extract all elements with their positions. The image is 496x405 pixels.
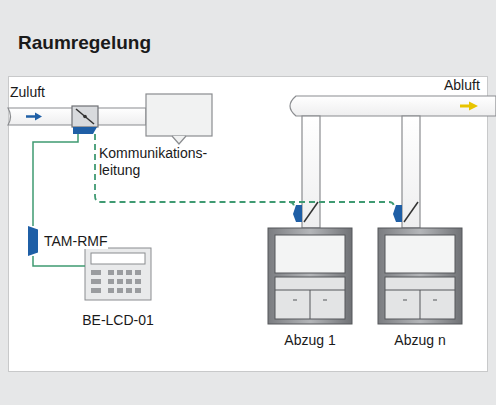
fume-hood: Abzug 1 xyxy=(268,228,352,348)
node-spacer xyxy=(378,228,462,332)
node-spacer xyxy=(85,248,151,312)
node-label: BE-LCD-01 xyxy=(55,312,181,328)
node-label: Abzug n xyxy=(348,332,492,348)
signal-wire xyxy=(33,256,85,266)
diagram-title: Raumregelung xyxy=(18,32,151,54)
node-label: Abzug 1 xyxy=(238,332,382,348)
line-label: Kommunikations- leitung xyxy=(99,145,207,179)
fume-hood: Abzug n xyxy=(378,228,462,348)
duct-label: Zuluft xyxy=(10,84,45,100)
actuator-symbol xyxy=(28,226,38,256)
actuator-label: TAM-RMF xyxy=(44,233,108,249)
node-spacer xyxy=(268,228,352,332)
actuator-box: TAM-RMF xyxy=(28,226,108,256)
duct-label: Abluft xyxy=(444,77,480,93)
control-panel: BE-LCD-01 xyxy=(85,248,151,328)
